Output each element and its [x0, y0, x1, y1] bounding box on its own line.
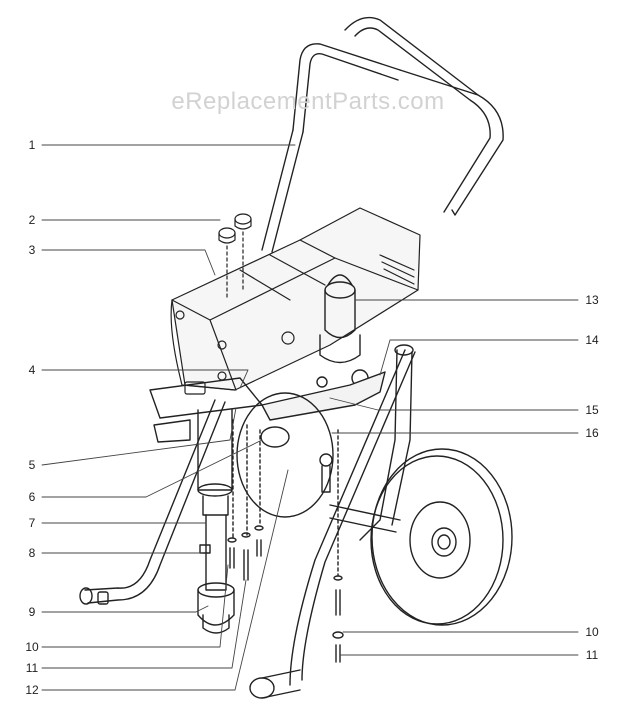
belt-guard [236, 392, 334, 518]
leader-lines [41, 144, 579, 691]
motor-housing [170, 207, 421, 395]
callout-14: 14 [585, 333, 599, 347]
hardware [227, 419, 344, 663]
callout-5: 5 [28, 458, 36, 472]
callout-10-left: 10 [25, 640, 39, 654]
callout-6: 6 [28, 490, 36, 504]
callout-11-right: 11 [585, 648, 599, 662]
wheel [370, 448, 513, 626]
callout-15: 15 [585, 403, 599, 417]
pump-assembly [197, 409, 235, 634]
callout-1: 1 [28, 138, 36, 152]
callout-13: 13 [585, 293, 599, 307]
callout-11-left: 11 [25, 661, 39, 675]
callout-8: 8 [28, 546, 36, 560]
callout-3: 3 [28, 243, 36, 257]
callout-7: 7 [28, 516, 36, 530]
cart-frame [79, 16, 504, 699]
mounting-bracket [149, 371, 386, 443]
watermark: eReplacementParts.com [171, 88, 445, 115]
callout-12: 12 [25, 683, 39, 697]
callout-9: 9 [28, 605, 36, 619]
callout-4: 4 [28, 363, 36, 377]
callout-10-right: 10 [585, 625, 599, 639]
callout-2: 2 [28, 213, 36, 227]
callout-16: 16 [585, 426, 599, 440]
